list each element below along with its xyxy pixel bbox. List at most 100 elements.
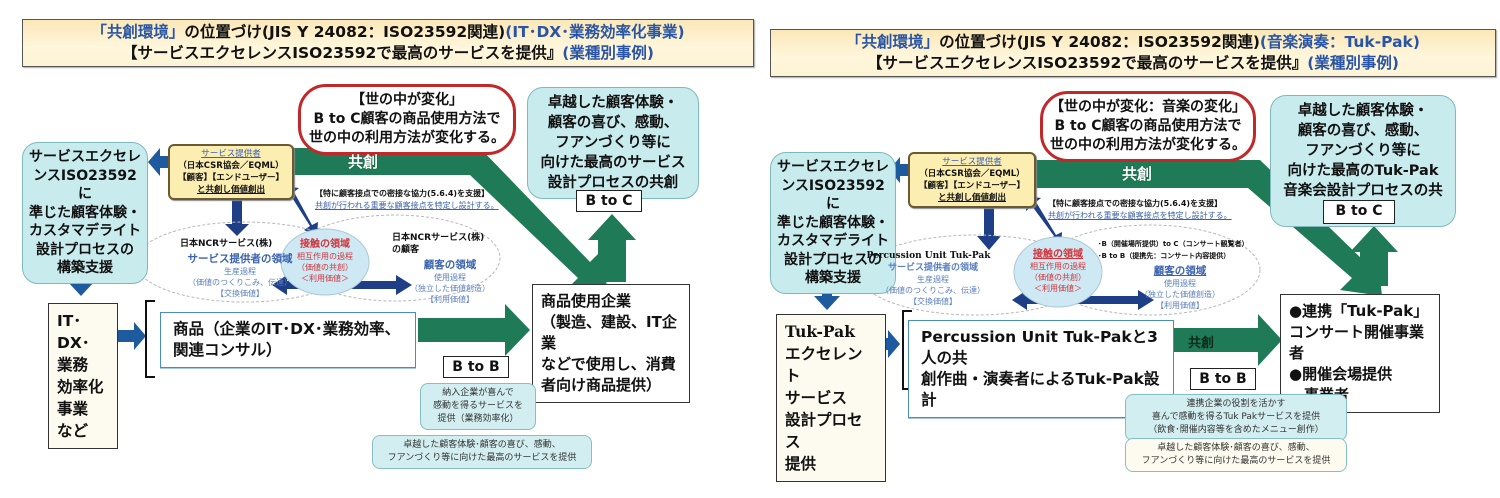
page-title: 「共創環境」の位置づけ(JIS Y 24082：ISO23592関連)(IT･D… [22, 19, 754, 67]
domain-line: （価値の共創） [1030, 273, 1086, 282]
change-line: 【世の中が変化：音楽の変化」 [1050, 99, 1246, 115]
business-to-product-arrow [118, 322, 146, 350]
title-mid: の位置づけ(JIS Y 24082：ISO23592関連) [939, 33, 1260, 51]
business-box: Tuk-Pak エクセレント サービス 設計プロセス 提供 [776, 314, 886, 482]
text-line: 構築支援 [805, 270, 861, 286]
company-box: 商品使用企業 （製造、建設、IT企業 などで使用し、消費 者向け商品提供） [532, 284, 690, 403]
text-line: 商品使用企業 [541, 292, 632, 310]
provider-domain: サービス提供者の領域 生産過程 （価値のつくりこみ、伝達） 【交換価値】 [185, 252, 295, 299]
bracket [145, 300, 155, 378]
business-to-product-arrow [872, 330, 900, 358]
product-box: Percussion Unit Tuk-Pakと3人の共 創作曲・演奏者によるT… [908, 320, 1174, 418]
domain-line: （価値のつくりこみ、伝達） [188, 278, 292, 287]
customer-domain-title: 顧客の領域 [423, 259, 477, 271]
domain-line: （価値のつくりこみ、伝達） [881, 286, 985, 295]
text-line: 向けた最高のサービス [540, 155, 686, 171]
text-line: 構築支援 [57, 260, 113, 276]
world-change-box: 【世の中が変化」 B to C顧客の商品使用方法で 世の中の利用方法が変化する。 [298, 84, 516, 155]
change-line: B to C顧客の商品使用方法で [1054, 118, 1242, 134]
panel-tuk-pak: 「共創環境」の位置づけ(JIS Y 24082：ISO23592関連)(音楽演奏… [750, 0, 1500, 498]
text-line: ●連携「Tuk-Pak」 [1289, 302, 1429, 320]
contact-domain-ellipse [280, 228, 370, 296]
text-line: カスタマデライト [777, 233, 889, 249]
text-line: 納入企業が喜んで [442, 388, 514, 398]
title-mid: の位置づけ(JIS Y 24082：ISO23592関連) [184, 23, 506, 41]
contact-domain: 接触の領域 相互作用の過程 （価値の共創） ＜利用価値＞ [285, 238, 365, 284]
provider-to-support-arrow [889, 157, 908, 183]
panel-it-dx: 価値共創 「共創環境」の位置づけ(JIS Y 24082：ISO23592関連)… [22, 19, 754, 469]
provider-to-support-arrow [148, 148, 168, 176]
text-line: 者向け商品提供） [541, 376, 662, 394]
subtitle-main: 【サービスエクセレンスISO23592で最高のサービスを提供』 [122, 44, 563, 62]
provider-customer: 【顧客】【エンドユーザー】 [918, 181, 1026, 191]
domain-line: 生産過程 [224, 267, 256, 276]
note-line1: 【特に顧客接点での密接な協力(5.6.4)を支援】 [1048, 199, 1223, 208]
contact-domain-title: 接触の領域 [300, 239, 350, 250]
btob-note: 納入企業が喜んで 感動を得るサービスを 提供（業務効率化） [420, 383, 536, 430]
customer-org-line: ･B to B（提携先：コンサート内容提供） [1098, 252, 1231, 260]
text-line: 業務 [57, 356, 89, 374]
provider-domain: サービス提供者の領域 生産過程 （価値のつくりこみ、伝達） 【交換価値】 [878, 263, 988, 307]
domain-line: （価値の共創） [297, 263, 353, 272]
provider-org: （日本CSR協会／EQML） [178, 161, 284, 171]
text-line: 感動を得るサービスを [432, 401, 523, 411]
contact-domain-title: 接触の領域 [1033, 249, 1083, 260]
domain-line: 相互作用の過程 [1030, 262, 1086, 271]
product-to-company-arrow [1162, 314, 1282, 366]
customer-org-label: 日本NCRサービス(株) の顧客 [392, 232, 484, 256]
business-box: IT･DX･ 業務 効率化 事業 など [48, 303, 118, 449]
kyoso-flow-arrow [260, 148, 608, 295]
domain-line: 使用過程 [1164, 279, 1196, 288]
customer-org-line: ･B（開催場所提供）to C（コンサート観覧者） [1098, 240, 1249, 248]
text-line: IT･DX･ [57, 312, 90, 352]
text-line: サービス [785, 389, 848, 407]
contact-domain: 接触の領域 相互作用の過程 （価値の共創） ＜利用価値＞ [1018, 248, 1098, 294]
text-line: 創作曲・演奏者によるTuk-Pak設計 [921, 370, 1160, 409]
service-provider-box: サービス提供者 （日本CSR協会／EQML） 【顧客】【エンドユーザー】 と共創… [168, 144, 294, 200]
contact-domain-ellipse [1013, 236, 1103, 308]
text-line: ンスISO23592に [33, 167, 137, 203]
text-line: 準じた顧客体験・ [29, 204, 141, 221]
diagonal-arrow-label: 価値共創 [279, 207, 295, 228]
text-line: Tuk-Pak [785, 322, 855, 341]
provider-title: サービス提供者 [942, 157, 1002, 167]
provider-title: サービス提供者 [201, 149, 261, 159]
text-line: 効率化 [57, 378, 104, 396]
product-to-company-arrow [418, 304, 530, 356]
text-line: 設計プロセスの共創 [547, 175, 679, 191]
note-line1: 【特に顧客接点での密接な協力(5.6.4)を支援】 [315, 189, 490, 198]
provider-value: と共創し価値創出 [196, 185, 265, 195]
btob-label: B to B [443, 356, 509, 378]
title-quote: 「共創環境」 [846, 33, 940, 51]
service-provider-box: サービス提供者 （日本CSR協会／EQML） 【顧客】【エンドユーザー】 と共創… [908, 152, 1036, 208]
text-line: 関連コンサル） [173, 341, 282, 359]
text-line: 提供 [785, 455, 817, 473]
text-line: 商品（企業のIT･DX･業務効率、 [173, 320, 401, 338]
provider-org: （日本CSR協会／EQML） [919, 169, 1025, 179]
customer-domain-title: 顧客の領域 [1153, 265, 1207, 277]
diagonal-double-arrow [285, 186, 318, 236]
change-line: 世の中の利用方法が変化する。 [309, 130, 505, 146]
domain-line: 【交換価値】 [909, 297, 957, 306]
btoc-label: B to C [576, 190, 642, 212]
kyoso-arrow-label: 共創 [1188, 336, 1215, 351]
btoc-up-arrow [1350, 226, 1398, 286]
customer-domain: 顧客の領域 使用過程 （独立した価値創造） 【利用価値】 [405, 258, 495, 305]
btoc-label: B to C [1323, 200, 1395, 224]
text-line: サービスエクセレ [29, 149, 141, 165]
text-line: フアンづくり等に向けた最高のサービスを提供 [387, 453, 577, 463]
text-line: 卓越した顧客体験･顧客の喜び、感動、 [403, 440, 561, 450]
btoc-up-arrow [588, 214, 636, 282]
subtitle-main: 【サービスエクセレンスISO23592で最高のサービスを提供』 [867, 54, 1308, 72]
bottom-note: 卓越した顧客体験･顧客の喜び、感動、 フアンづくり等に向けた最高のサービスを提供 [1125, 438, 1347, 472]
domain-line: 【利用価値】 [426, 295, 474, 304]
vertical-double-arrow [977, 190, 1001, 250]
kyoso-label: 共創 [348, 153, 379, 171]
customer-domain: 顧客の領域 使用過程 （独立した価値創造） 【利用価値】 [1130, 264, 1230, 311]
text-line: 顧客の喜び、感動、 [547, 115, 679, 131]
provider-org-label: 日本NCRサービス(株) [180, 239, 273, 249]
domain-line: ＜利用価値＞ [301, 274, 349, 283]
text-line: 連携企業の役割を活かす [1186, 399, 1286, 409]
text-line: 卓越した顧客体験・ [1297, 103, 1429, 119]
customer-domain-ellipse [1039, 224, 1261, 316]
